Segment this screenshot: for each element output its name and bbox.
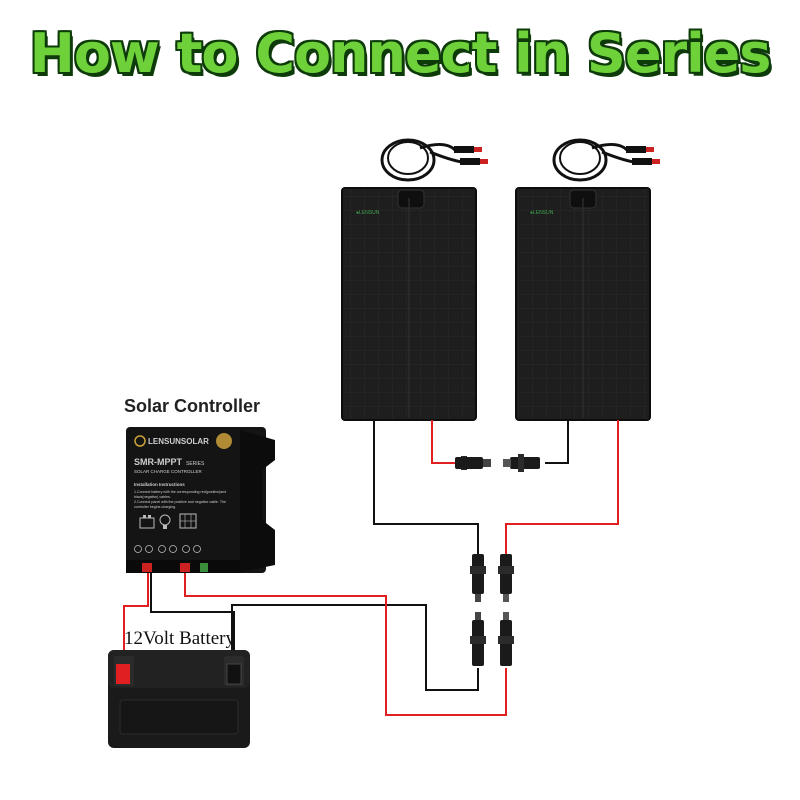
instruction-line: controller begins charging. [134, 505, 176, 509]
controller-subtitle: SOLAR CHARGE CONTROLLER [134, 469, 203, 474]
instruction-line: black(negative) cables. [134, 495, 171, 499]
wire-panel2-positive [505, 420, 619, 560]
bulb-icon [159, 514, 171, 529]
mc4-output-connectors [470, 554, 514, 666]
instruction-line: 2.Connect panel with the positive and ne… [134, 500, 226, 504]
terminal-symbols [134, 545, 201, 553]
instruction-line: 1.Connect battery with the corresponding… [134, 490, 226, 494]
solar-controller: LENSUNSOLAR SMR-MPPT SERIES SOLAR CHARGE… [126, 427, 275, 573]
svg-text:●LENSUN: ●LENSUN [530, 210, 554, 216]
seal-icon [216, 433, 232, 449]
page-title: How to Connect in Series [29, 22, 772, 85]
wire-battery-negative [150, 570, 235, 660]
solar-panel-1: ●LENSUN [341, 138, 488, 421]
pv-terminal [200, 563, 208, 572]
brand-logo-icon [134, 435, 146, 447]
pv-positive-terminal [180, 563, 190, 572]
battery-label: 12Volt Battery [124, 628, 236, 649]
controller-brand: LENSUNSOLAR [148, 437, 209, 446]
solar-controller-label: Solar Controller [124, 396, 261, 416]
battery-icon [139, 515, 155, 529]
svg-text:●LENSUN: ●LENSUN [356, 210, 380, 216]
wire-panel2-negative [545, 420, 569, 464]
panel-1-cable-coil [380, 138, 488, 182]
controller-model-suffix: SERIES [186, 461, 205, 467]
controller-model: SMR-MPPT [134, 457, 182, 467]
wire-panel1-positive [431, 420, 455, 464]
wire-battery-positive [123, 570, 149, 660]
battery [108, 650, 250, 748]
mc4-series-connectors [455, 454, 540, 472]
instructions-heading: Installation Instructions [134, 482, 185, 487]
solar-panel-2: ●LENSUN [515, 138, 660, 421]
solar-panel-icon [179, 513, 197, 529]
positive-terminal [142, 563, 152, 572]
battery-negative-terminal [226, 663, 242, 685]
panel-2-cable-coil [552, 138, 660, 182]
wire-panel1-negative [373, 420, 479, 560]
battery-positive-terminal [116, 664, 130, 684]
wires [123, 420, 619, 716]
wire-extension-negative [231, 604, 479, 691]
wire-extension-positive [184, 572, 507, 716]
